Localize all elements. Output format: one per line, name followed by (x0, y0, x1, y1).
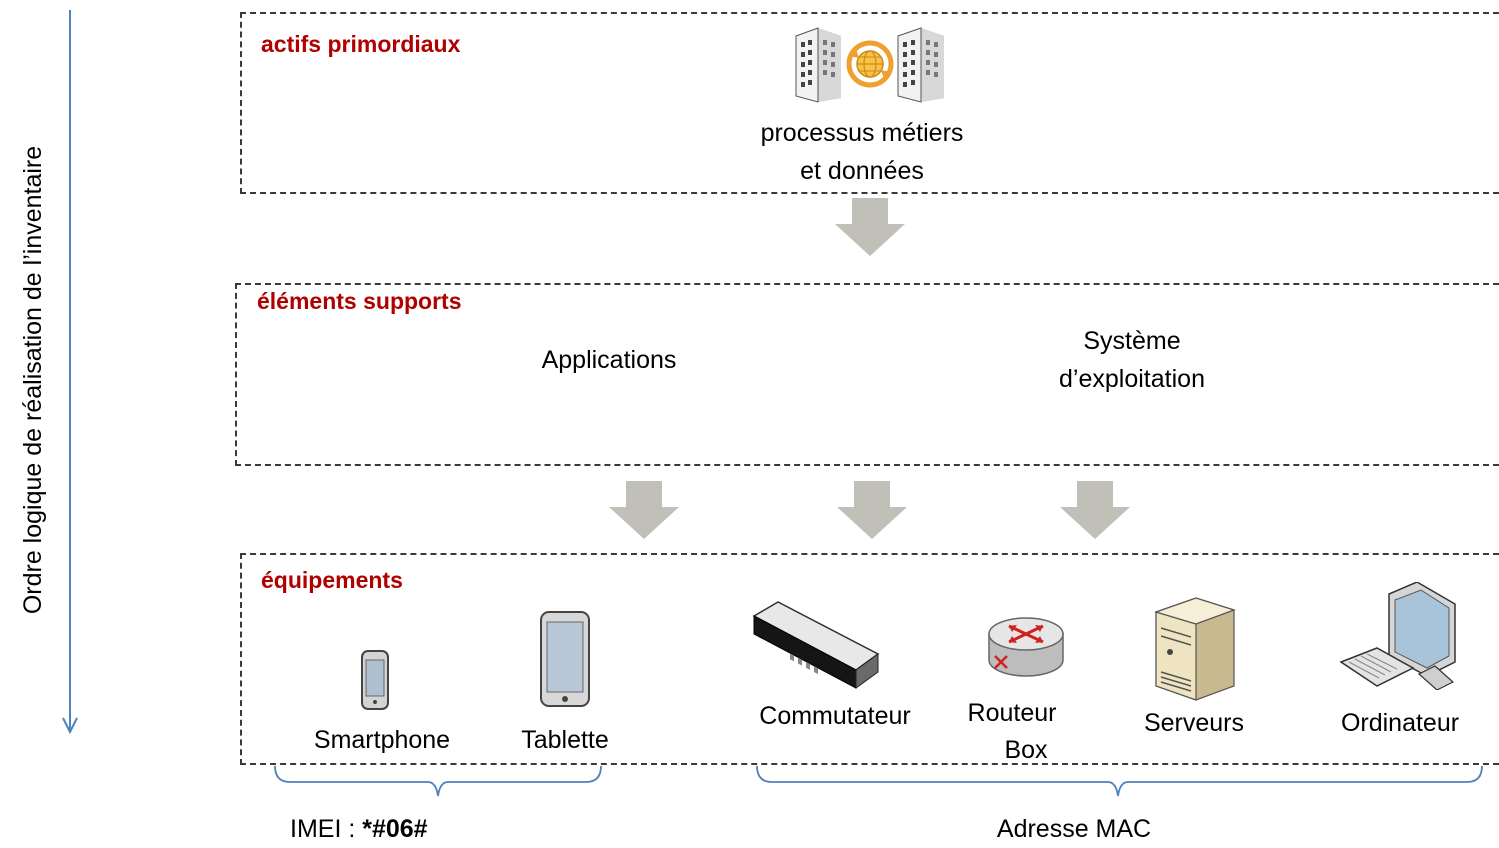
equipment-label-tablet: Tablette (521, 726, 609, 754)
equipment-label-smartphone: Smartphone (313, 726, 451, 754)
down-arrow (837, 481, 907, 539)
tablet-icon (540, 611, 590, 707)
os-label-line2: d’exploitation (1059, 365, 1205, 393)
business-processes-label-line2: et données (800, 157, 924, 185)
equipment-box (240, 553, 1499, 765)
equipment-title: équipements (261, 567, 403, 593)
imei-prefix: IMEI : (290, 815, 363, 843)
equipment-label-router-line1: Routeur (967, 699, 1057, 727)
os-label-line1: Système (1083, 327, 1181, 355)
vertical-order-arrow (62, 10, 78, 735)
imei-label: IMEI : *#06# (290, 812, 428, 846)
order-label: Ordre logique de réalisation de l’invent… (19, 145, 47, 615)
switch-icon (752, 601, 880, 689)
applications-label: Applications (541, 346, 677, 374)
down-arrow (609, 481, 679, 539)
down-arrow (835, 198, 905, 256)
support-elements-title: éléments supports (257, 288, 462, 314)
down-arrow (1060, 481, 1130, 539)
imei-code: *#06# (362, 815, 428, 843)
primordial-assets-title: actifs primordiaux (261, 31, 461, 57)
primordial-assets-box (240, 12, 1499, 194)
imei-bracket (274, 765, 602, 797)
router-icon (988, 617, 1064, 677)
equipment-label-servers: Serveurs (1143, 709, 1245, 737)
buildings-globe-icon (795, 27, 944, 103)
business-processes-label-line1: processus métiers (760, 119, 964, 147)
support-elements-box (235, 283, 1499, 466)
equipment-label-computer: Ordinateur (1340, 709, 1460, 737)
equipment-label-switch: Commutateur (759, 702, 911, 730)
mac-address-label: Adresse MAC (996, 815, 1152, 843)
equipment-label-router-line2: Box (1004, 736, 1048, 764)
mac-bracket (756, 765, 1483, 797)
server-icon (1154, 597, 1236, 701)
computer-icon (1339, 582, 1456, 690)
smartphone-icon (361, 650, 389, 710)
